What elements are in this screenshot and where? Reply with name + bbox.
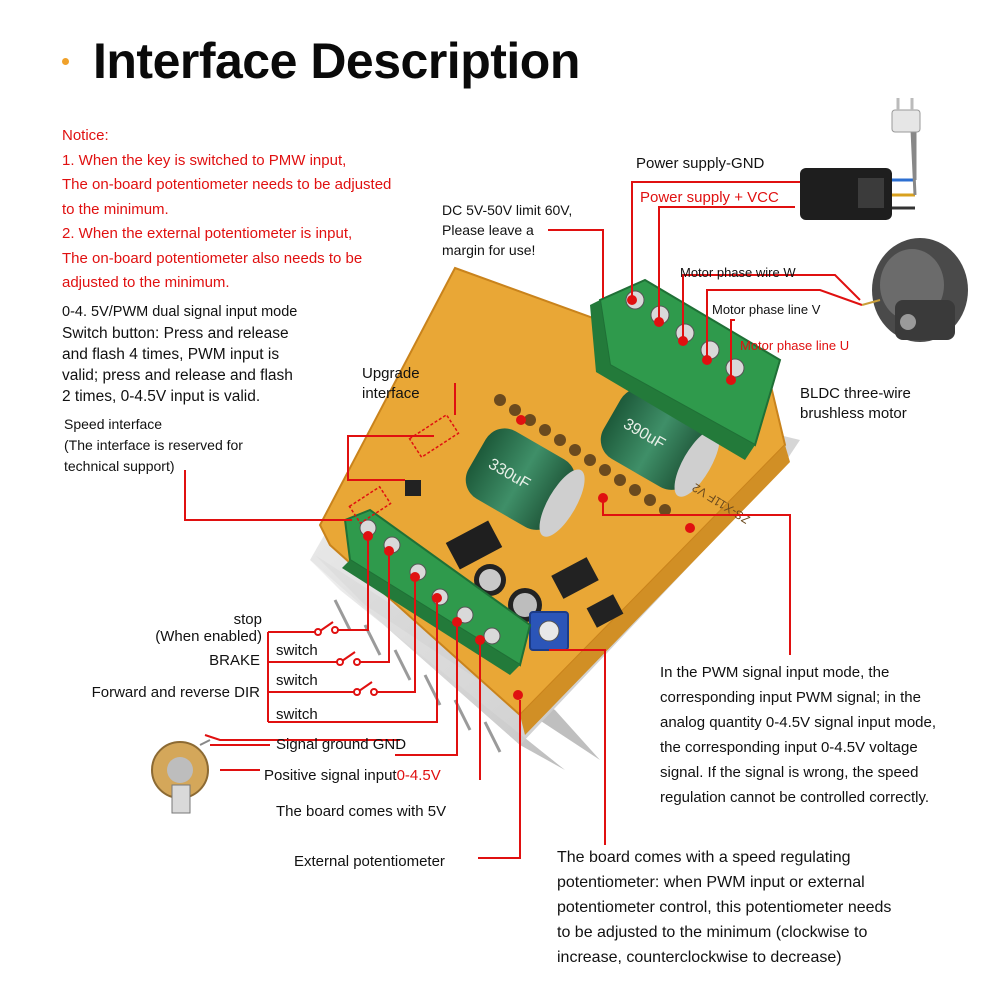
- speed-interface-label: Speed interface (The interface is reserv…: [64, 414, 243, 477]
- power-gnd-label: Power supply-GND: [636, 155, 765, 172]
- ic-chip: [551, 557, 599, 599]
- title-row: Interface Description: [62, 36, 580, 86]
- brake-label: BRAKE: [209, 652, 260, 669]
- notice-line: to the minimum.: [62, 200, 169, 218]
- bldc-line: BLDC three-wire: [800, 385, 911, 402]
- bldc-motor-icon: [861, 238, 968, 342]
- bldc-line: brushless motor: [800, 405, 907, 422]
- notice-line: 1. When the key is switched to PMW input…: [62, 151, 347, 169]
- positive-signal-text: Positive signal input: [264, 767, 397, 784]
- upgrade-line: interface: [362, 385, 420, 402]
- forward-reverse-label: Forward and reverse DIR: [91, 684, 260, 701]
- motor-w-label: Motor phase wire W: [680, 265, 796, 280]
- page-title: Interface Description: [93, 33, 580, 89]
- mode-line: and flash 4 times, PWM input is: [62, 346, 280, 363]
- stop-label: stop: [233, 611, 262, 628]
- speed-interface-line: technical support): [64, 458, 175, 474]
- pot-desc-line: The board comes with a speed regulating: [557, 849, 851, 866]
- pwm-desc-line: corresponding input PWM signal; in the: [660, 689, 921, 706]
- speed-interface-line: (The interface is reserved for: [64, 437, 243, 453]
- dc-limit-line: DC 5V-50V limit 60V,: [442, 202, 573, 218]
- pwm-desc-line: analog quantity 0-4.5V signal input mode…: [660, 714, 937, 731]
- motor-v-label: Motor phase line V: [712, 302, 821, 317]
- external-potentiometer-icon: [151, 739, 211, 814]
- pot-desc-line: potentiometer control, this potentiomete…: [557, 899, 892, 916]
- dc-limit-label: DC 5V-50V limit 60V, Please leave a marg…: [442, 200, 572, 260]
- bldc-label: BLDC three-wire brushless motor: [800, 384, 911, 424]
- pin-header: [494, 394, 671, 516]
- notice-line: The on-board potentiometer needs to be a…: [62, 176, 392, 193]
- onboard-pot-description: The board comes with a speed regulating …: [557, 845, 891, 970]
- power-adapter: [800, 98, 921, 220]
- dc-limit-line: margin for use!: [442, 242, 536, 258]
- notice-block: Notice: 1. When the key is switched to P…: [62, 124, 391, 296]
- title-bullet-icon: [62, 57, 69, 65]
- pwm-desc-line: In the PWM signal input mode, the: [660, 664, 890, 681]
- positive-signal-range: 0-4.5V: [396, 767, 441, 784]
- upgrade-line: Upgrade: [362, 365, 420, 382]
- switch-symbols: [314, 621, 378, 696]
- notice-line: adjusted to the minimum.: [62, 274, 230, 291]
- mode-line: 0-4. 5V/PWM dual signal input mode: [62, 304, 298, 320]
- callout-lines: [184, 181, 863, 859]
- mode-line: Switch button: Press and release: [62, 325, 289, 342]
- notice-line: 2. When the external potentiometer is in…: [62, 225, 353, 242]
- external-pot-label: External potentiometer: [294, 853, 445, 870]
- mode-block: 0-4. 5V/PWM dual signal input mode Switc…: [62, 302, 297, 407]
- pwm-desc-line: regulation cannot be controlled correctl…: [660, 789, 930, 806]
- positive-signal-label: Positive signal input0-4.5V: [264, 766, 441, 786]
- signal-gnd-label: Signal ground GND: [276, 736, 407, 753]
- pot-desc-line: potentiometer: when PWM input or externa…: [557, 874, 865, 891]
- switch-label-1: switch: [276, 642, 318, 659]
- power-vcc-label: Power supply + VCC: [640, 189, 779, 206]
- motor-u-label: Motor phase line U: [740, 338, 850, 353]
- speed-interface-line: Speed interface: [64, 416, 163, 432]
- notice-line: The on-board potentiometer also needs to…: [62, 249, 363, 267]
- pwm-desc-line: the corresponding input 0-4.5V voltage: [660, 739, 918, 756]
- pwm-description: In the PWM signal input mode, the corres…: [660, 660, 936, 810]
- pot-desc-line: increase, counterclockwise to decrease): [557, 949, 842, 966]
- pot-desc-line: to be adjusted to the minimum (clockwise…: [557, 924, 868, 941]
- ic-chip: [586, 594, 624, 628]
- upgrade-interface-label: Upgrade interface: [362, 364, 420, 404]
- pwm-desc-line: signal. If the signal is wrong, the spee…: [660, 764, 919, 781]
- mode-switch-button: [405, 480, 421, 496]
- board-5v-label: The board comes with 5V: [276, 803, 447, 820]
- ic-chip: [445, 520, 503, 570]
- mode-line: 2 times, 0-4.5V input is valid.: [62, 388, 261, 405]
- switch-label-3: switch: [276, 706, 318, 723]
- mode-line: valid; press and release and flash: [62, 367, 293, 384]
- capacitor-330uf: 330uF: [465, 428, 585, 537]
- upgrade-interface-box: [408, 413, 460, 459]
- switch-label-2: switch: [276, 672, 318, 689]
- dc-limit-line: Please leave a: [442, 222, 534, 238]
- notice-heading: Notice:: [62, 127, 109, 144]
- when-enabled-label: (When enabled): [155, 628, 262, 645]
